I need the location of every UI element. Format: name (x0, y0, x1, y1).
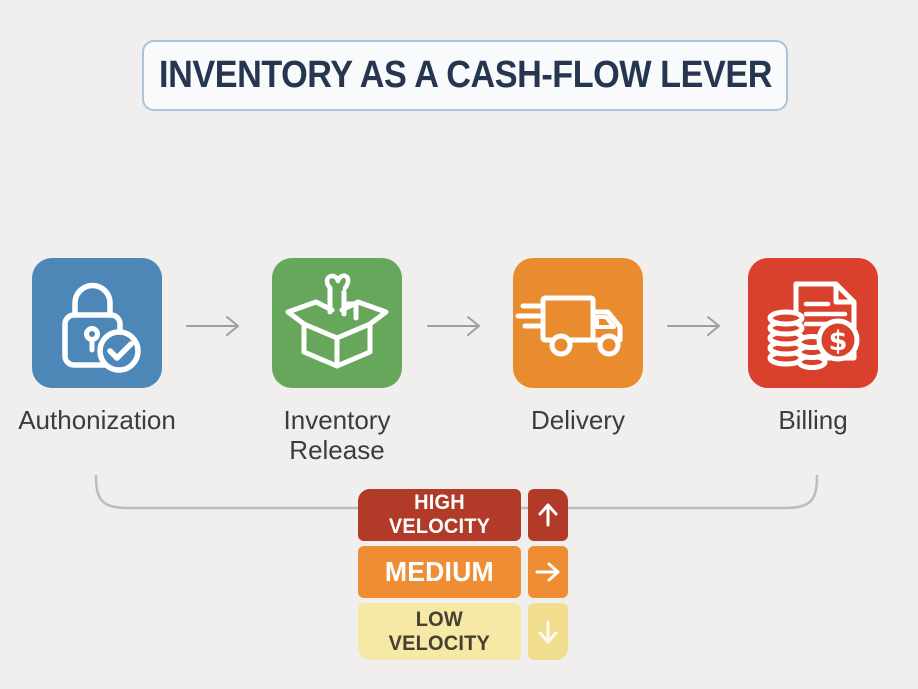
legend-arrow-cell-high (528, 489, 568, 541)
page-title: INVENTORY AS A CASH-FLOW LEVER (158, 54, 772, 96)
delivery-truck-icon (515, 295, 623, 357)
svg-text:$: $ (829, 326, 848, 357)
step-tile-billing: $ (748, 258, 878, 388)
step-tile-authorization (32, 258, 162, 388)
up-arrow-icon (538, 503, 558, 527)
legend-row-low-velocity: LOW VELOCITY (358, 603, 521, 660)
step-label-inventory-release: Inventory Release (283, 405, 391, 465)
legend-label-high-velocity: HIGH VELOCITY (388, 491, 491, 538)
lock-check-icon (62, 282, 141, 373)
step-label-billing: Billing (778, 405, 848, 435)
step-tile-delivery (513, 258, 643, 388)
legend-arrow-cell-medium (528, 546, 568, 598)
invoice-coins-icon: $ (767, 281, 860, 370)
velocity-legend: HIGH VELOCITY MEDIUM LOW VELOCITY (358, 489, 568, 660)
legend-label-medium: MEDIUM (384, 556, 495, 587)
step-label-delivery: Delivery (531, 405, 625, 435)
legend-row-high-velocity: HIGH VELOCITY (358, 489, 521, 541)
right-arrow-icon (535, 562, 560, 582)
legend-row-medium: MEDIUM (358, 546, 521, 598)
legend-arrow-cell-low (528, 603, 568, 660)
step-tile-inventory-release (272, 258, 402, 388)
flow-arrow-icon (427, 316, 480, 336)
open-box-icon (285, 273, 389, 369)
flow-arrow-icon (186, 316, 239, 336)
legend-label-low-velocity: LOW VELOCITY (388, 607, 491, 655)
flow-arrow-icon (667, 316, 720, 336)
title-box: INVENTORY AS A CASH-FLOW LEVER (142, 40, 788, 111)
down-arrow-icon (538, 620, 558, 643)
step-label-authorization: Authonization (18, 405, 176, 435)
